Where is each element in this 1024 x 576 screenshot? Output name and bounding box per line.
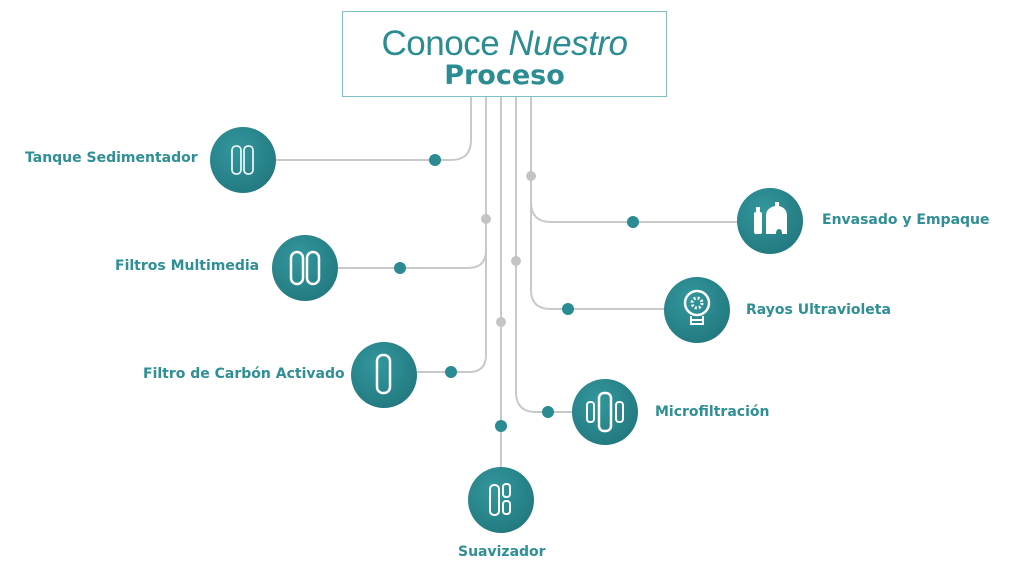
title-regular: Conoce <box>381 24 500 63</box>
step-circle-rayos <box>664 277 730 343</box>
dot <box>627 216 639 228</box>
line-rayos <box>530 200 664 310</box>
step-label-envasado: Envasado y Empaque <box>822 212 990 228</box>
softener-icon <box>489 483 511 516</box>
step-label-filtros: Filtros Multimedia <box>115 258 260 274</box>
single-filter-icon <box>375 353 392 395</box>
dot <box>429 154 441 166</box>
junction-node <box>526 171 536 181</box>
microfilter-icon <box>586 391 624 433</box>
step-circle-filtros <box>272 235 338 301</box>
dot <box>562 303 574 315</box>
dot <box>394 262 406 274</box>
step-circle-tanque <box>210 127 276 193</box>
step-label-rayos: Rayos Ultravioleta <box>746 302 891 318</box>
twin-tank-icon <box>231 145 254 175</box>
dot <box>495 420 507 432</box>
title-box: Conoce Nuestro Proceso <box>342 11 667 97</box>
step-label-tanque: Tanque Sedimentador <box>25 150 198 166</box>
dot <box>445 366 457 378</box>
step-circle-carbon <box>351 342 417 408</box>
line-carbon <box>417 250 487 373</box>
bottles-icon <box>754 202 787 234</box>
step-label-micro: Microfiltración <box>655 404 770 420</box>
junction-node <box>496 317 506 327</box>
junction-node <box>511 256 521 266</box>
line-filtros <box>338 97 487 269</box>
step-label-carbon: Filtro de Carbón Activado <box>143 366 345 382</box>
uv-bulb-icon <box>683 289 711 325</box>
junction-node <box>481 214 491 224</box>
step-circle-micro <box>572 379 638 445</box>
junction-nodes <box>481 171 536 327</box>
title-line2: Proceso <box>444 60 565 91</box>
connector-lines <box>276 97 737 467</box>
step-circle-suavizador <box>468 467 534 533</box>
twin-filter-icon <box>289 250 321 286</box>
teal-dots <box>394 154 639 432</box>
line-micro <box>515 97 572 413</box>
line-tanque <box>276 97 472 161</box>
line-envasado <box>530 97 737 223</box>
title-italic: Nuestro <box>508 24 628 63</box>
dot <box>542 406 554 418</box>
title-line1: Conoce Nuestro <box>343 25 666 63</box>
step-label-suavizador: Suavizador <box>458 544 546 560</box>
